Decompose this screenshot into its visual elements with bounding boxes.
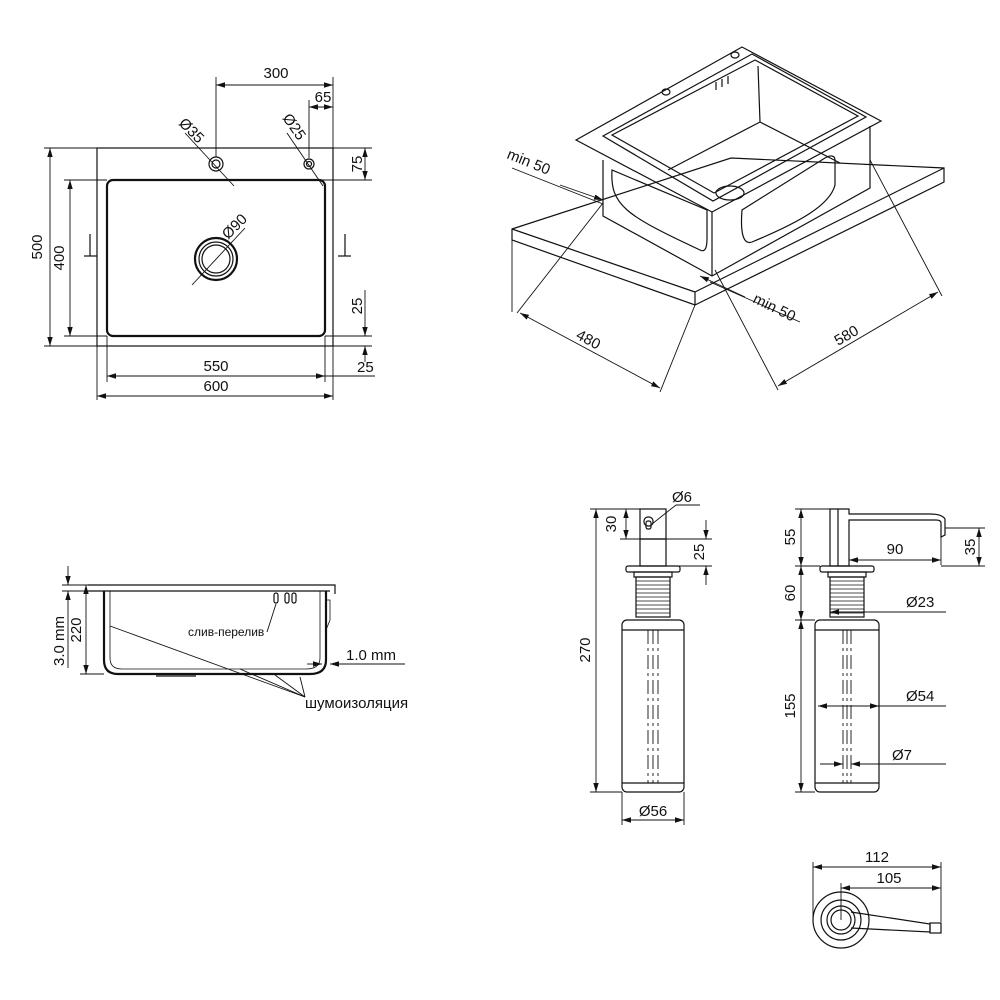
dim-25-label: 25 xyxy=(691,544,708,561)
dim-65-label: 65 xyxy=(315,89,332,106)
dim-d6-label: Ø6 xyxy=(672,489,692,506)
dim-d54-label: Ø54 xyxy=(906,688,934,705)
dim-3mm-label: 3.0 mm xyxy=(51,616,68,666)
dim-550-label: 550 xyxy=(203,358,228,375)
dim-d25-label: Ø25 xyxy=(279,111,309,144)
overflow-label: слив-перелив xyxy=(188,625,264,639)
dim-480-label: 480 xyxy=(573,327,603,354)
dim-500-label: 500 xyxy=(29,234,46,259)
spout-top xyxy=(850,911,931,933)
countertop xyxy=(511,157,945,306)
dispenser-top-view: 112 105 xyxy=(812,849,942,949)
dim-d56-label: Ø56 xyxy=(639,803,667,820)
dim-90-label: 90 xyxy=(887,541,904,558)
section-top-edge xyxy=(88,584,336,594)
dim-d35-label: Ø35 xyxy=(175,115,207,147)
dim-35-label: 35 xyxy=(962,539,979,556)
dim-75-label: 75 xyxy=(349,156,366,173)
min50-left-label: min 50 xyxy=(505,146,553,179)
dim-55-label: 55 xyxy=(782,529,799,546)
dim-30-label: 30 xyxy=(603,516,620,533)
sink-flange xyxy=(574,46,883,213)
dispenser-front-view: 30 Ø6 25 270 Ø56 xyxy=(577,489,712,825)
section-bowl xyxy=(102,591,328,676)
sink-bowl-outline xyxy=(105,178,327,338)
dim-220-label: 220 xyxy=(68,617,85,642)
dim-25-right-label: 25 xyxy=(349,298,366,315)
dim-400-label: 400 xyxy=(51,245,68,270)
drain-hole xyxy=(193,236,239,282)
overflow-slot xyxy=(273,592,297,604)
overflow-hole xyxy=(303,158,315,170)
dim-d23-label: Ø23 xyxy=(906,594,934,611)
dim-d90-label: Ø90 xyxy=(219,211,251,243)
faucet-hole xyxy=(208,156,224,172)
sink-section-view: 3.0 mm 220 1.0 mm слив-перелив шумоизоля… xyxy=(51,566,408,712)
dim-600-label: 600 xyxy=(203,378,228,395)
dim-580-label: 580 xyxy=(832,322,862,349)
dim-112-label: 112 xyxy=(865,849,889,866)
sink-isometric-view: min 50 min 50 480 580 xyxy=(505,46,945,393)
dim-105-label: 105 xyxy=(876,870,901,887)
dispenser-side-view: 55 90 35 60 Ø23 155 Ø54 Ø7 xyxy=(782,508,985,793)
sink-top-view: 300 65 Ø35 Ø25 75 500 400 Ø90 25 550 600… xyxy=(29,65,375,400)
min50-right-label: min 50 xyxy=(750,290,798,325)
dim-60-label: 60 xyxy=(782,585,799,602)
dim-1mm-label: 1.0 mm xyxy=(346,647,396,664)
sink-outer-rim xyxy=(96,147,334,347)
dim-d7-label: Ø7 xyxy=(892,747,912,764)
insulation-label: шумоизоляция xyxy=(305,695,408,712)
dim-300-label: 300 xyxy=(263,65,288,82)
dim-25-bottom-label: 25 xyxy=(357,359,374,376)
dim-270-label: 270 xyxy=(577,637,594,662)
dim-155-label: 155 xyxy=(782,693,799,718)
pump-neck xyxy=(639,538,667,567)
bottle xyxy=(621,619,685,793)
